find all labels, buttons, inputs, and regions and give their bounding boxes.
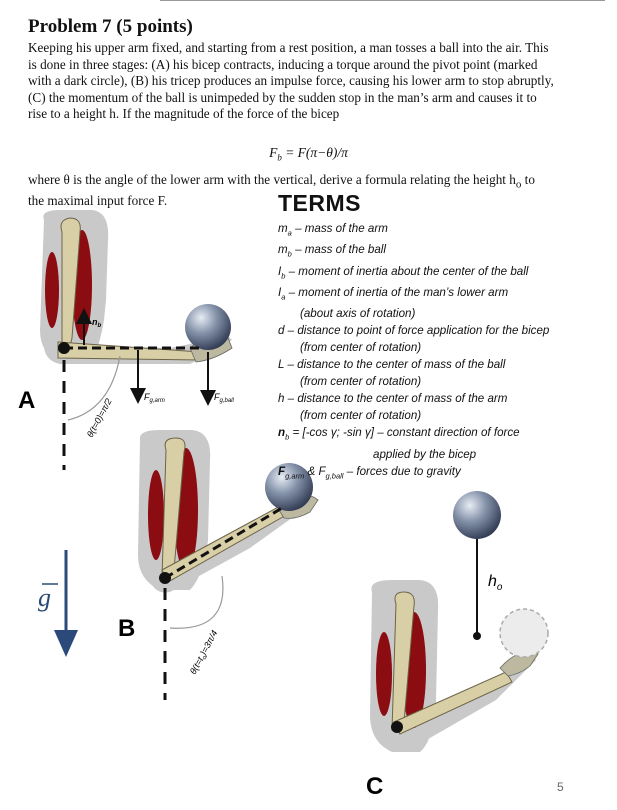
term-ia: Ia – moment of inertia of the man’s lowe…	[278, 285, 509, 321]
fg-ball-label: Fg,ball	[214, 392, 235, 404]
theta-a-label: θ(t=0)=π/2	[85, 397, 114, 439]
terms-list: ma – mass of the arm mb – mass of the ba…	[278, 220, 598, 484]
fg-arm-label: Fg,arm	[144, 392, 165, 404]
page-number: 5	[557, 780, 564, 794]
theta-a-arc	[67, 355, 121, 421]
formula-rhs: = F(π−θ)/π	[281, 145, 348, 160]
problem-intro: Keeping his upper arm fixed, and startin…	[28, 40, 554, 122]
stage-c-ghost-ball	[499, 608, 549, 658]
question-sub: o	[515, 178, 522, 191]
terms-heading: TERMS	[278, 190, 361, 216]
stage-c-ball	[453, 491, 501, 539]
question-part2: to the maximal input force F.	[28, 172, 535, 209]
stage-c-pivot	[391, 721, 403, 733]
stage-b-letter: B	[118, 615, 135, 642]
stage-c-arm	[370, 580, 539, 752]
term-fg: Fg,arm & Fg,ball – forces due to gravity	[278, 464, 461, 480]
term-h: h – distance to the center of mass of th…	[278, 392, 508, 423]
stage-b-ball	[265, 463, 313, 511]
problem-title: Problem 7 (5 points)	[28, 16, 193, 37]
term-nb: nb = [-cos γ; -sin γ] – constant directi…	[278, 426, 520, 461]
stage-b-forearm-axis	[164, 506, 283, 580]
height-label: ho	[488, 573, 503, 593]
term-mb: mb – mass of the ball	[278, 243, 386, 259]
formula-lhs: F	[269, 145, 278, 160]
stage-a-ball	[185, 304, 231, 350]
term-d: d – distance to point of force applicati…	[278, 324, 550, 355]
term-ma: ma – mass of the arm	[278, 222, 388, 238]
term-l: L – distance to the center of mass of th…	[278, 358, 506, 389]
problem-question: where θ is the angle of the lower arm wi…	[28, 172, 548, 209]
stage-c-letter: C	[366, 773, 383, 800]
top-rule	[160, 0, 605, 1]
theta-b-arc	[169, 575, 224, 629]
height-endpoint	[473, 632, 481, 640]
formula-lhs-sub: b	[277, 152, 282, 163]
stage-a-letter: A	[18, 387, 35, 414]
nb-label: nb	[92, 317, 102, 329]
stage-a-arm	[40, 210, 233, 364]
question-part1: where θ is the angle of the lower arm wi…	[28, 172, 516, 187]
bicep-force-formula: Fb = F(π−θ)/π	[0, 145, 617, 163]
theta-b-label: θ(t=to)=3π/4	[188, 629, 221, 677]
term-ib: Ib – moment of inertia about the center …	[278, 264, 529, 280]
gravity-label: g	[38, 583, 51, 612]
